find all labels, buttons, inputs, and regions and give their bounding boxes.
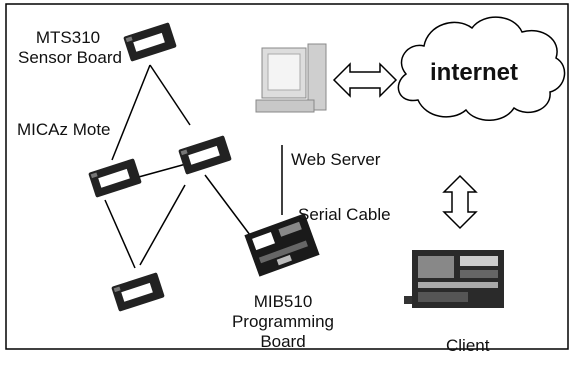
programming-board-label: MIB510 Programming Board bbox=[228, 292, 338, 352]
mote-top bbox=[123, 22, 177, 62]
programming-board-label-line3: Board bbox=[260, 332, 306, 351]
internet-cloud bbox=[397, 16, 566, 121]
mote-right bbox=[178, 135, 232, 175]
web-server-label: Web Server bbox=[291, 150, 381, 169]
mote-left bbox=[88, 158, 142, 198]
link-right-board bbox=[204, 174, 251, 236]
mesh-links bbox=[104, 64, 283, 269]
sensor-board-label-line1: MTS310 bbox=[35, 28, 101, 47]
diagram-frame bbox=[5, 3, 569, 350]
sensor-board-label: MTS310 Sensor Board bbox=[18, 28, 122, 68]
programming-board-image bbox=[244, 213, 320, 277]
double-arrow-horizontal bbox=[332, 62, 398, 98]
client-label: Client bbox=[446, 336, 490, 355]
serial-cable-label: Serial Cable bbox=[298, 205, 391, 224]
programming-board-label-line1: MIB510 bbox=[253, 292, 313, 311]
link-top-right bbox=[149, 64, 191, 126]
link-top-left bbox=[111, 64, 151, 161]
mote-bottom bbox=[111, 272, 165, 312]
programming-board-label-line2: Programming bbox=[231, 312, 335, 331]
double-arrow-vertical bbox=[442, 174, 478, 230]
link-left-right bbox=[134, 163, 187, 179]
internet-label: internet bbox=[430, 59, 519, 86]
micaz-mote-label: MICAz Mote bbox=[17, 120, 111, 139]
link-right-bottom bbox=[139, 184, 186, 266]
client-image bbox=[404, 250, 504, 308]
web-server-image bbox=[255, 43, 327, 113]
link-left-bottom bbox=[104, 199, 136, 269]
sensor-board-label-line2: Sensor Board bbox=[18, 48, 122, 67]
